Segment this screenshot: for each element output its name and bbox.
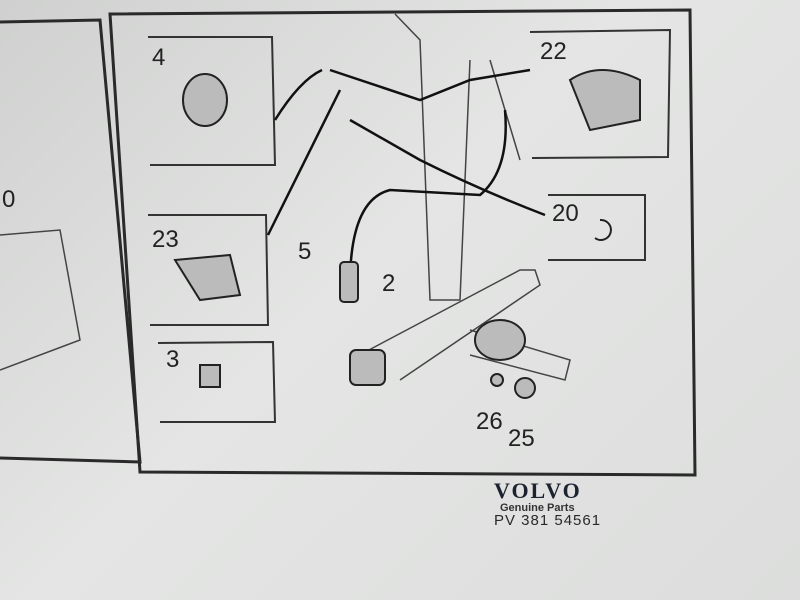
ball-joint [349, 349, 386, 386]
abs-sensor [339, 261, 359, 303]
callout-5: 5 [298, 238, 312, 265]
box-4 [148, 36, 277, 166]
callout-22: 22 [540, 38, 567, 65]
box-23 [148, 214, 270, 326]
part-23-clip [173, 253, 242, 302]
part-4-grommet [182, 73, 228, 127]
left-panel-frame [0, 18, 142, 464]
callout-26: 26 [476, 408, 503, 435]
callout-25: 25 [508, 425, 535, 452]
wires [266, 68, 546, 286]
main-panel-frame [108, 8, 697, 477]
box-20 [548, 194, 646, 261]
callout-3: 3 [166, 346, 180, 373]
volvo-logo: VOLVO [494, 478, 582, 503]
part-20-ring [594, 218, 612, 241]
callout-23: 23 [152, 226, 179, 253]
callout-4: 4 [152, 44, 166, 71]
genuine-parts-text: Genuine Parts [500, 502, 575, 514]
box-22 [529, 28, 672, 159]
callout-2: 2 [382, 270, 396, 297]
callout-20: 20 [552, 200, 579, 227]
callout-0-partial: 0 [2, 186, 16, 213]
part-number: PV 381 54561 [494, 512, 602, 529]
box-3 [157, 340, 277, 423]
part-22-clip [568, 69, 641, 132]
hub [474, 319, 526, 361]
part-3-plug [199, 364, 221, 388]
